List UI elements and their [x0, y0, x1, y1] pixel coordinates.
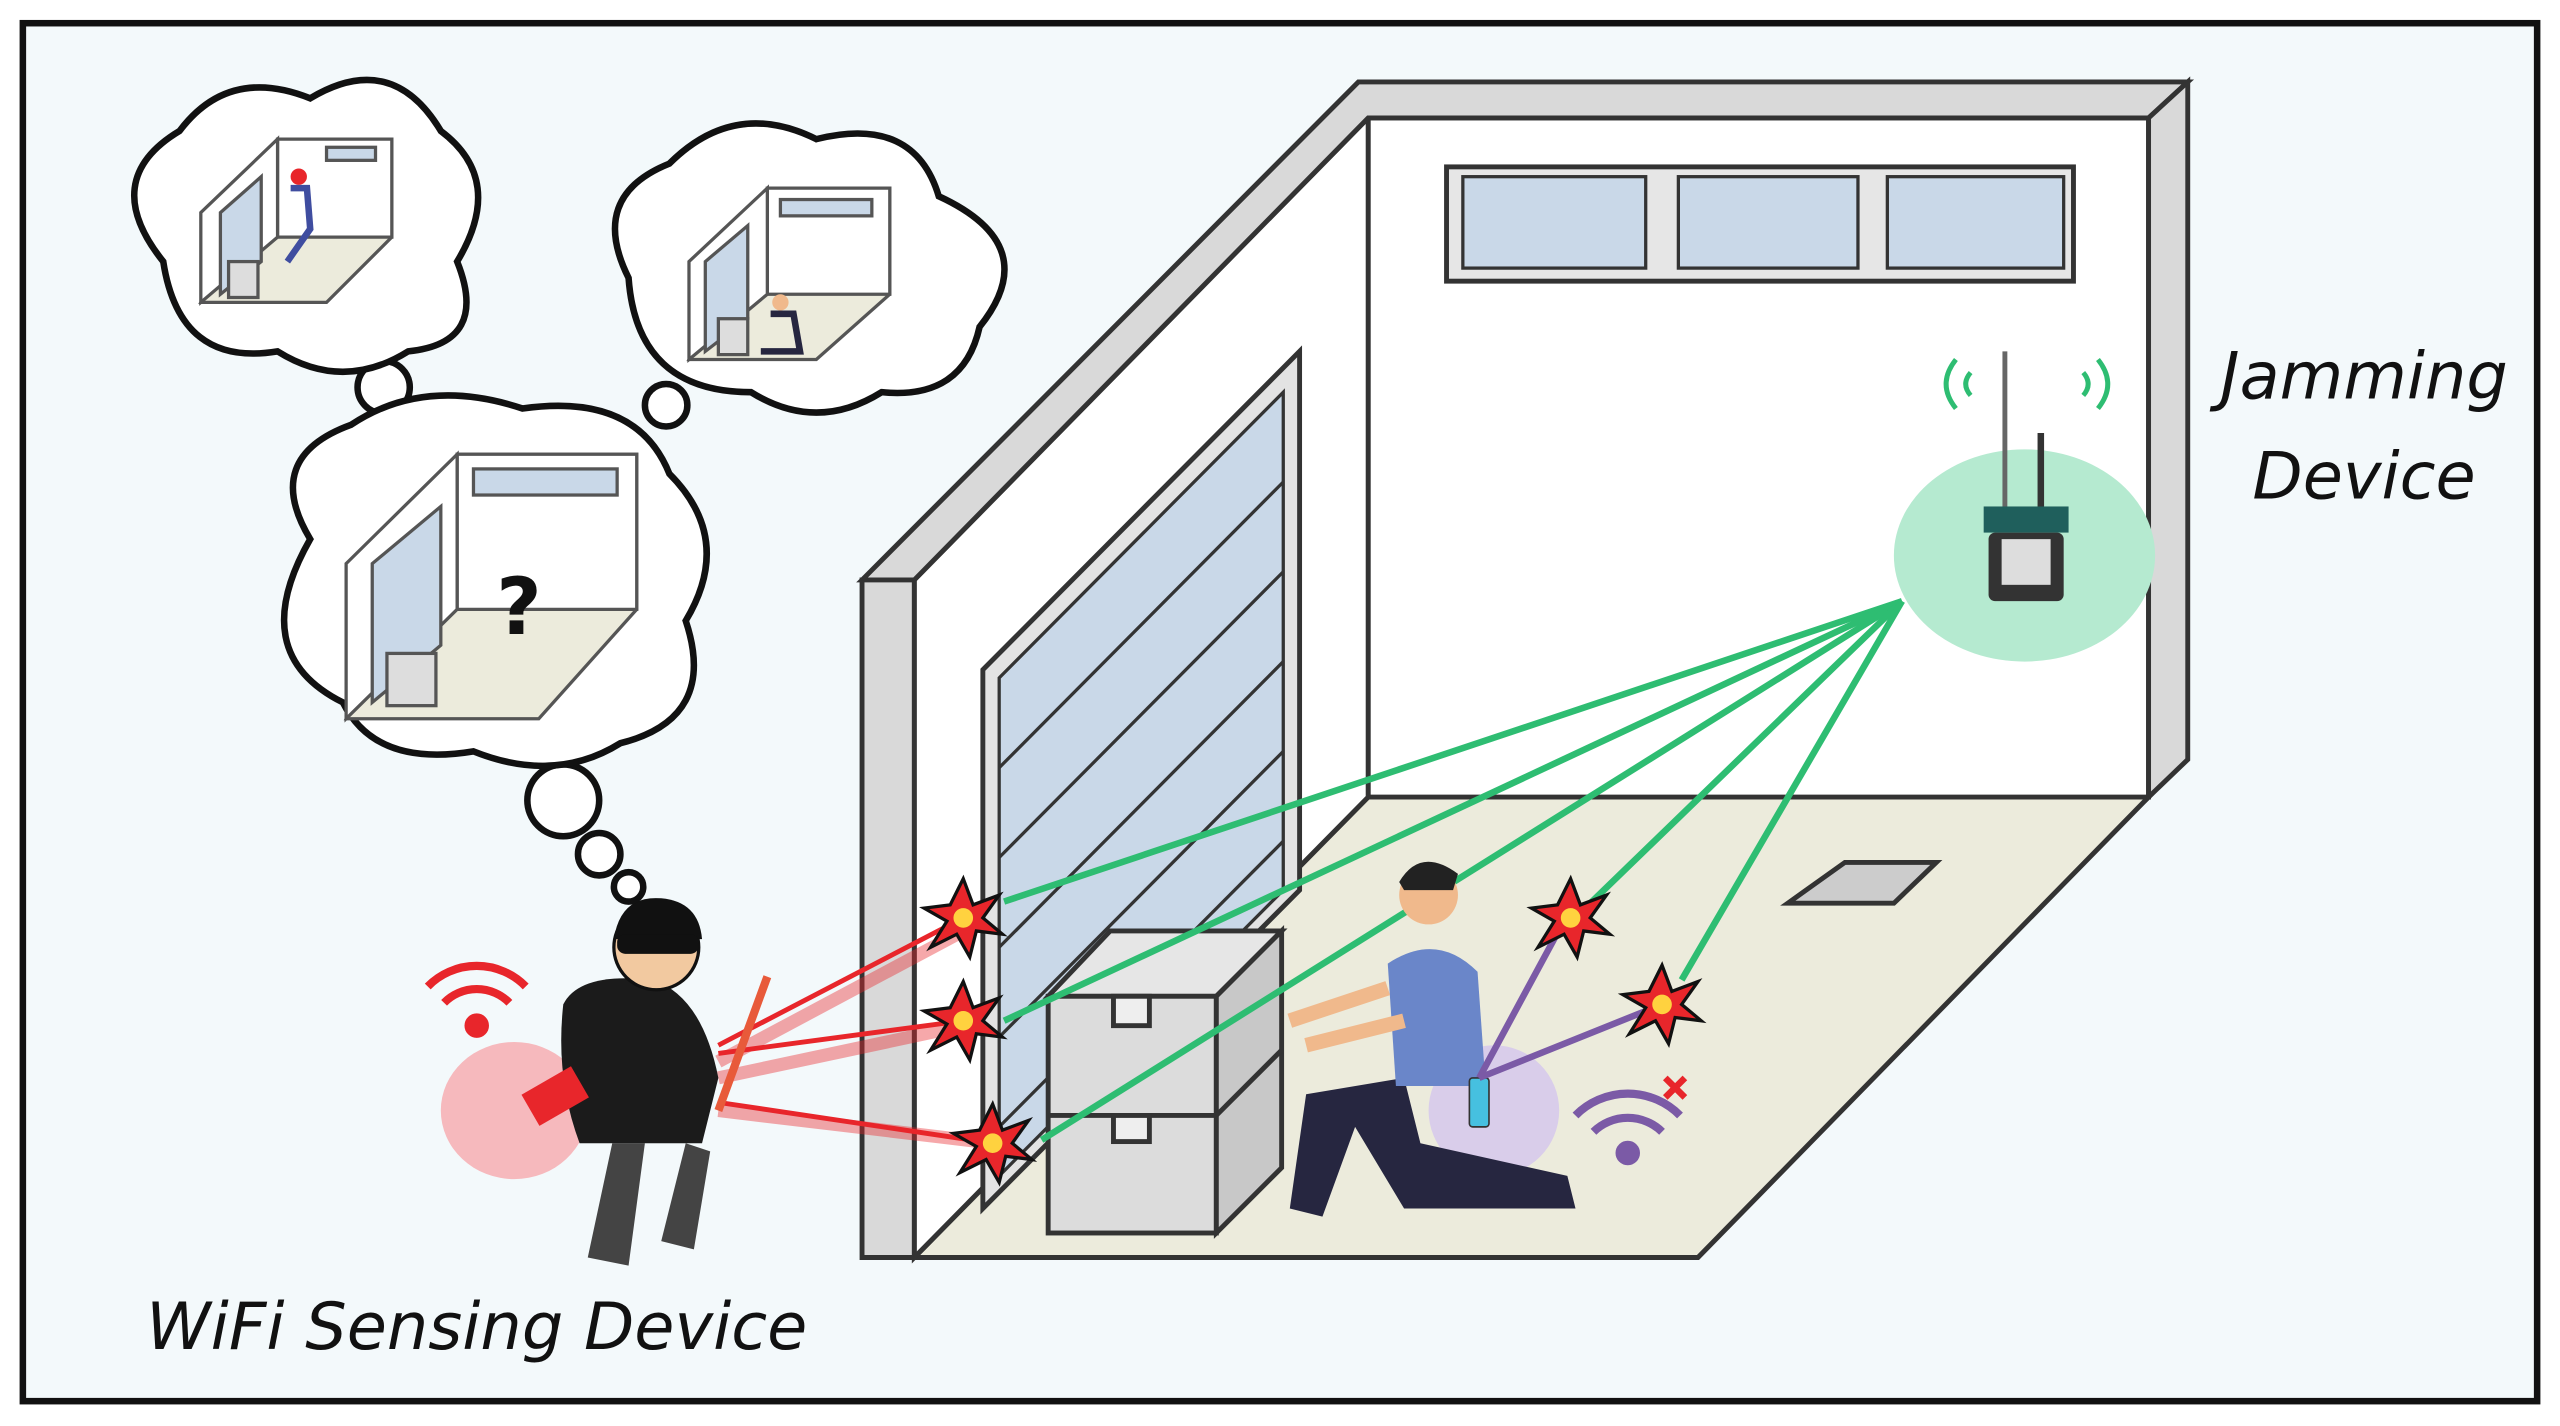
sensing-device-label: WiFi Sensing Device — [146, 1289, 807, 1365]
jamming-label-line1: Jamming — [2209, 339, 2507, 415]
right-wall-edge — [2146, 76, 2191, 803]
wifi-icon-blocked — [1572, 1075, 1688, 1166]
sensing-halo — [440, 1041, 588, 1180]
thief — [424, 898, 994, 1266]
explosion-icons — [919, 874, 1707, 1187]
jamming-device — [1893, 351, 2156, 662]
thought-room-2 — [686, 184, 892, 364]
boxes — [1042, 925, 1288, 1239]
room — [856, 76, 2195, 1264]
windows — [1444, 164, 2076, 284]
question-mark: ? — [496, 562, 541, 653]
front-wall-edge — [859, 577, 917, 1260]
sensing-signals — [715, 915, 994, 1150]
wifi-icon-red — [424, 961, 529, 1038]
thought-room-unknown: ? — [343, 450, 639, 723]
thought-room-1 — [198, 135, 394, 306]
person — [1287, 861, 1688, 1217]
jamming-signals — [1002, 598, 1905, 1143]
jamming-label-line2: Device — [2252, 438, 2475, 514]
antenna-signal-icon — [1943, 358, 2111, 411]
floor-vent — [1780, 859, 1943, 906]
